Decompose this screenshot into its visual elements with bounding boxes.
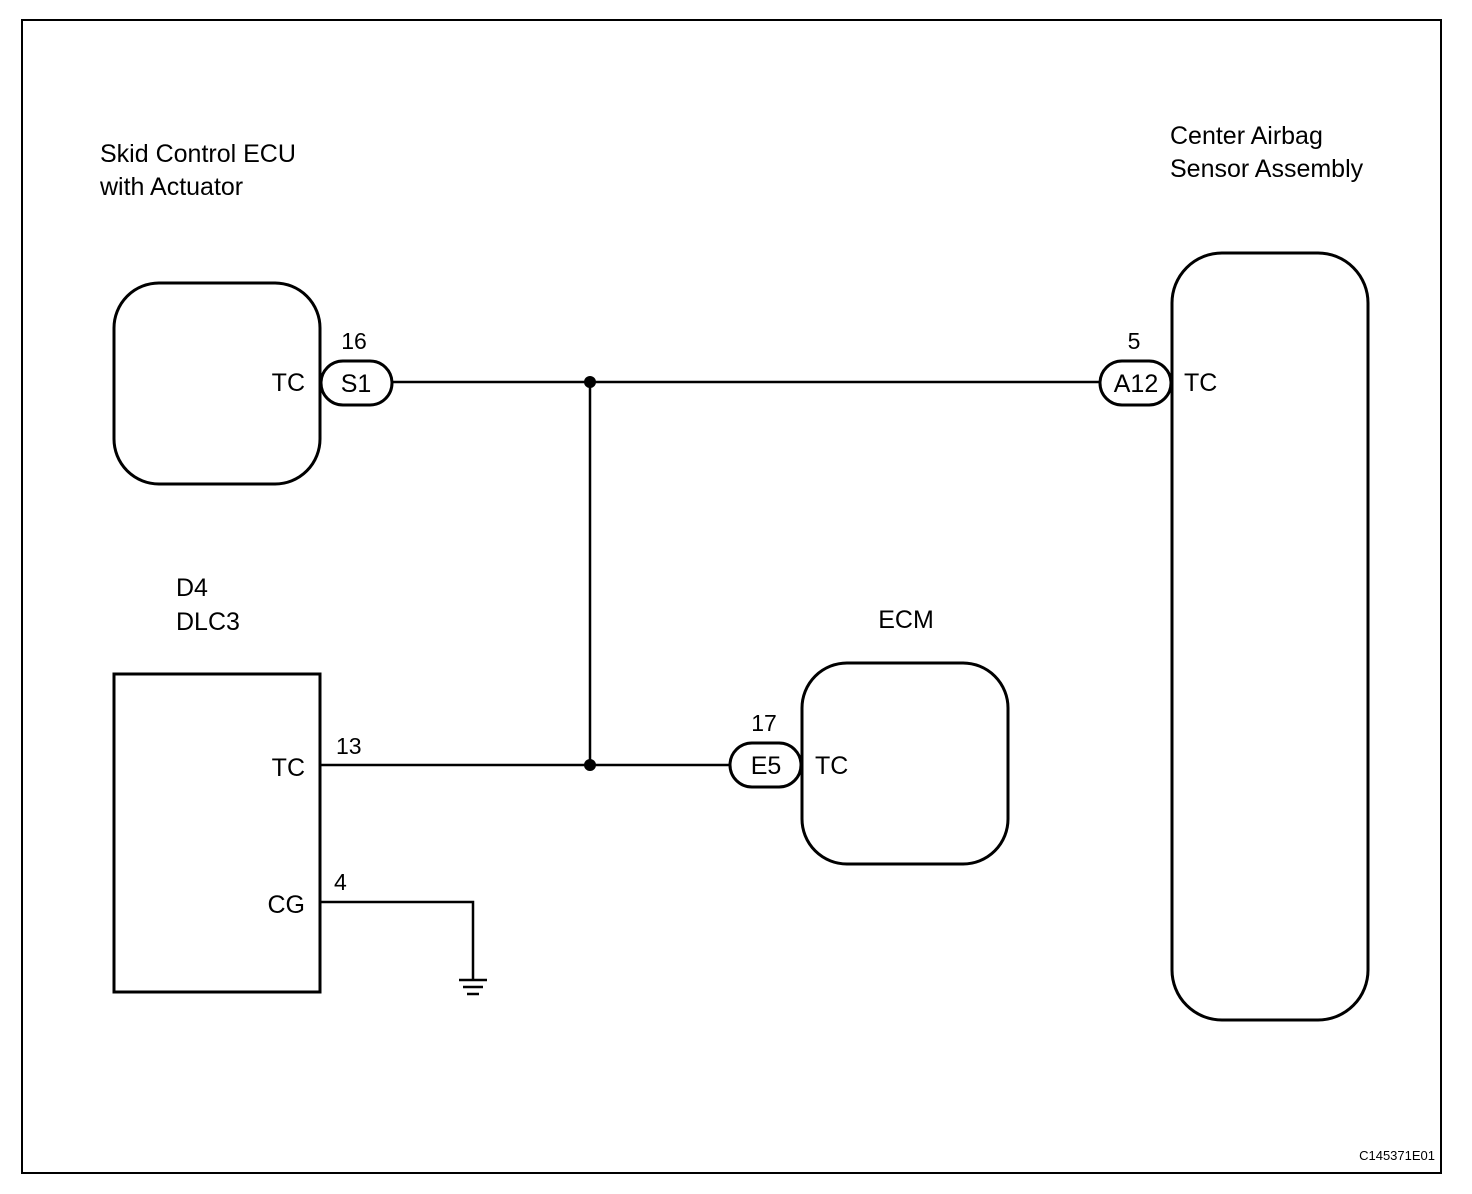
connector-s1-label: S1 (341, 370, 372, 398)
junction-dot-bottom (584, 759, 596, 771)
dlc3-pin-cg: CG (268, 891, 306, 919)
figure-code: C145371E01 (1359, 1148, 1435, 1163)
airbag-sensor-pin-tc: TC (1184, 369, 1217, 397)
pin-number-4: 4 (334, 869, 347, 895)
wire-cg-to-ground (320, 900, 475, 980)
airbag-sensor-title-line1: Center Airbag (1170, 122, 1323, 150)
junction-dot-top (584, 376, 596, 388)
skid-ecu-title-line2: with Actuator (99, 173, 243, 201)
pin-number-5: 5 (1128, 328, 1141, 354)
pin-number-17: 17 (751, 710, 777, 736)
dlc3-title-line1: D4 (176, 574, 208, 602)
dlc3-title-line2: DLC3 (176, 608, 240, 636)
connector-a12-label: A12 (1114, 370, 1158, 398)
dlc3-box (112, 672, 322, 994)
ecm-title: ECM (878, 606, 934, 634)
diagram-frame (21, 19, 1442, 1174)
connector-e5-label: E5 (751, 752, 782, 780)
airbag-sensor-box (1170, 251, 1370, 1022)
skid-ecu-pin-tc: TC (272, 369, 305, 397)
dlc3-pin-tc: TC (272, 754, 305, 782)
skid-ecu-title-line1: Skid Control ECU (100, 140, 296, 168)
pin-number-16: 16 (341, 328, 367, 354)
ground-icon (459, 978, 487, 996)
pin-number-13: 13 (336, 733, 362, 759)
ecm-pin-tc: TC (815, 752, 848, 780)
airbag-sensor-title-line2: Sensor Assembly (1170, 155, 1364, 183)
